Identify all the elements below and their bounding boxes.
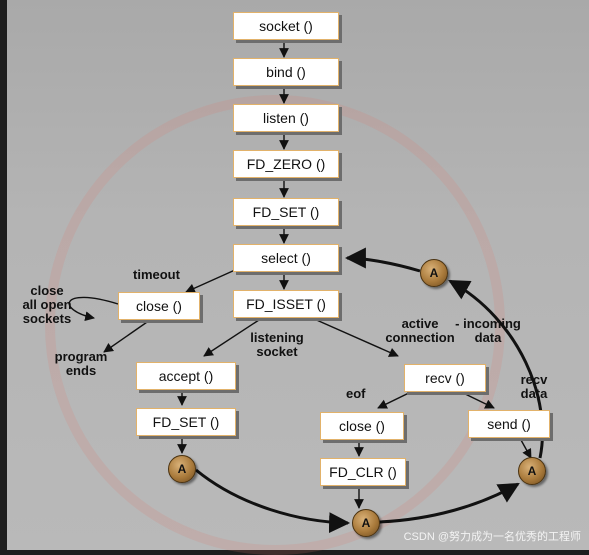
listening-socket-label: listening socket [244, 331, 310, 359]
fd-clr-box: FD_CLR () [320, 458, 406, 486]
send-box: send () [468, 410, 550, 438]
curve-bottom-to-right [377, 482, 520, 524]
eof-label: eof [346, 386, 366, 401]
curve-top-to-select [344, 247, 421, 273]
arrow-send-node [520, 439, 532, 459]
csdn-credit: CSDN @努力成为一名优秀的工程师 [403, 531, 581, 543]
socket-box: socket () [233, 12, 339, 40]
timeout-label: timeout [133, 267, 180, 282]
recv-data-label: recv data [512, 373, 556, 401]
close-timeout-box: close () [118, 292, 200, 320]
fd-isset-box: FD_ISSET () [233, 290, 339, 318]
listen-box: listen () [233, 104, 339, 132]
fd-set-accept-box: FD_SET () [136, 408, 236, 436]
active-connection-label: active connection [380, 317, 460, 345]
recv-box: recv () [404, 364, 486, 392]
program-ends-label: program ends [46, 350, 116, 378]
incoming-data-label: - incoming data [450, 317, 526, 345]
flowchart-canvas [7, 0, 589, 555]
bind-box: bind () [233, 58, 339, 86]
arrow-close-program-ends [103, 319, 151, 353]
active-connection-text: active connection [385, 316, 455, 345]
close-eof-box: close () [320, 412, 404, 440]
arrow-fdisset-accept [203, 317, 263, 357]
program-ends-text: program ends [54, 349, 108, 378]
connector-node-top: A [420, 259, 448, 287]
fd-zero-box: FD_ZERO () [233, 150, 339, 178]
close-all-open-sockets-text: close all open sockets [22, 283, 72, 326]
curve-left-to-bottom [195, 468, 351, 534]
arrow-recv-close [377, 389, 416, 409]
arrow-fdisset-recv [311, 317, 399, 357]
select-box: select () [233, 244, 339, 272]
arrow-recv-send [456, 389, 495, 409]
arrow-close-loop [68, 296, 119, 321]
listening-socket-text: listening socket [250, 330, 304, 359]
close-all-open-sockets-label: close all open sockets [14, 284, 80, 326]
accept-box: accept () [136, 362, 236, 390]
recv-data-text: recv data [520, 372, 548, 401]
arrow-select-close [185, 269, 236, 293]
connector-node-bottom: A [352, 509, 380, 537]
connector-node-right: A [518, 457, 546, 485]
fd-set-box: FD_SET () [233, 198, 339, 226]
connector-node-left: A [168, 455, 196, 483]
incoming-data-text: - incoming data [455, 316, 521, 345]
